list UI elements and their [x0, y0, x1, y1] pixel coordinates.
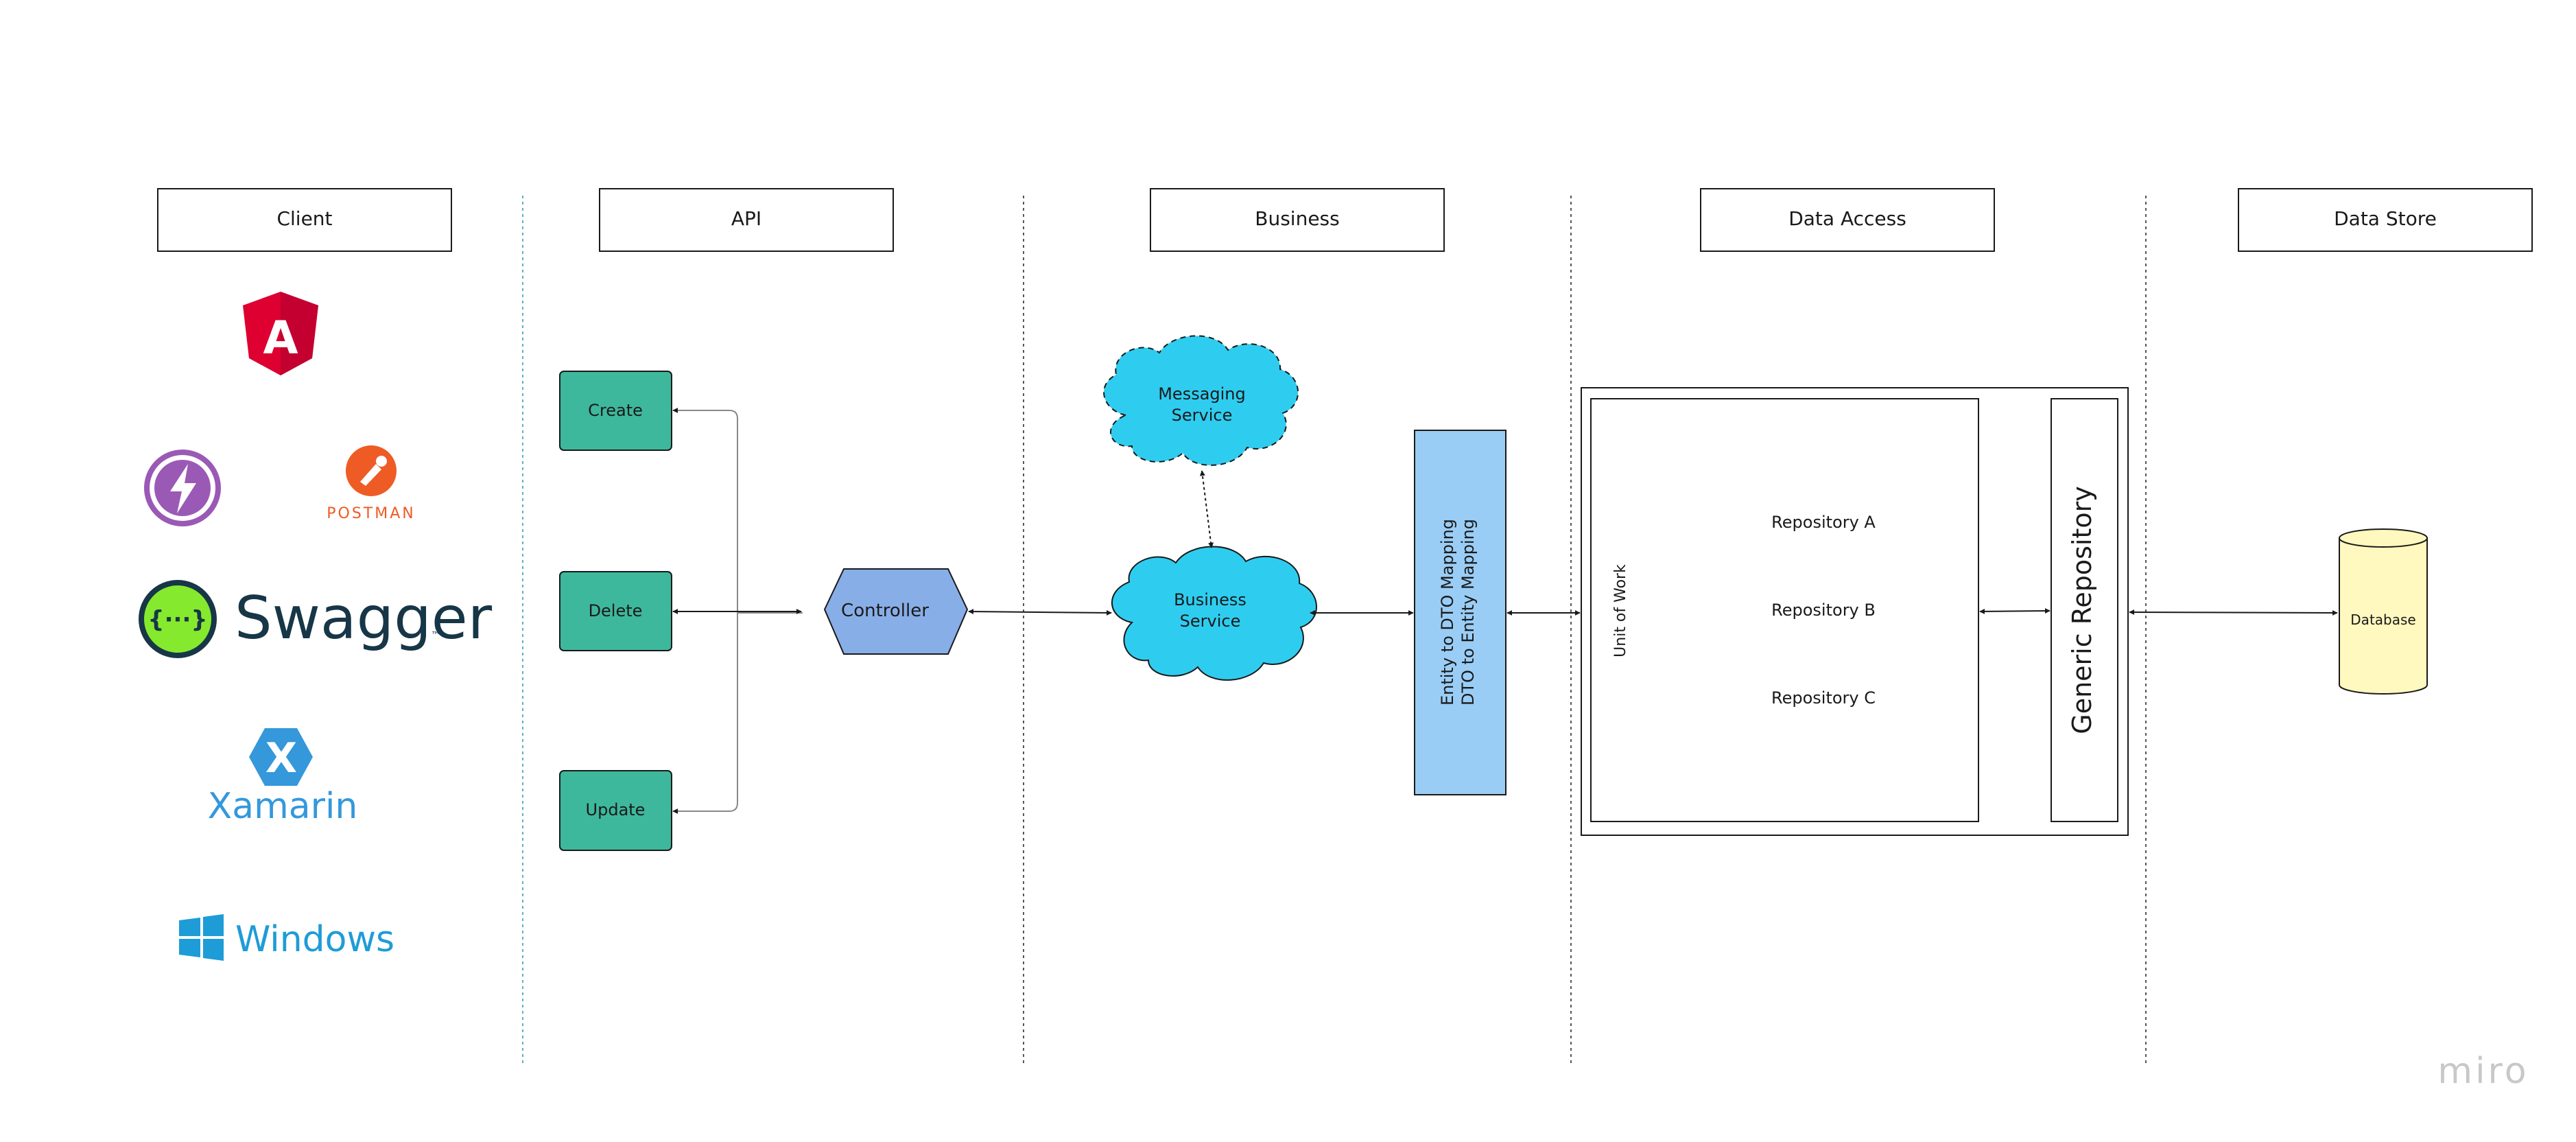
lane-header-business: Business: [1150, 188, 1445, 252]
update-endpoint-box: Update: [559, 770, 672, 851]
lane-header-data-store: Data Store: [2238, 188, 2533, 252]
swagger-logo-icon: {···} Swagger ™: [139, 580, 493, 658]
database-cylinder-icon: Database: [2339, 528, 2428, 695]
swagger-logo-glyph: {···}: [147, 606, 207, 633]
business-service-cloud: Business Service: [1111, 546, 1317, 681]
lane-header-data-access: Data Access: [1700, 188, 1995, 252]
angular-logo-icon: A: [243, 292, 318, 375]
xamarin-logo-text: Xamarin: [208, 786, 358, 827]
repository-c-label: Repository C: [1771, 688, 1876, 708]
swagger-logo-text: Swagger: [235, 584, 493, 653]
business-service-label-2: Service: [1180, 611, 1241, 631]
connector-controller-create: [672, 408, 803, 614]
lane-header-client: Client: [157, 188, 452, 252]
messaging-service-cloud: Messaging Service: [1103, 335, 1299, 466]
repository-a-label: Repository A: [1771, 513, 1876, 532]
xamarin-logo-letter: X: [265, 734, 297, 782]
mapping-box: Entity to DTO Mapping DTO to Entity Mapp…: [1414, 430, 1506, 795]
windows-logo-icon: Windows: [179, 914, 394, 961]
connector-controller-update: [672, 613, 738, 814]
messaging-service-label-2: Service: [1172, 406, 1233, 425]
create-endpoint-box: Create: [559, 371, 672, 451]
windows-logo-text: Windows: [235, 919, 394, 960]
lane-header-api: API: [599, 188, 894, 252]
postman-logo-text: POSTMAN: [327, 505, 415, 522]
miro-watermark: miro: [2437, 1051, 2529, 1092]
controller-hexagon: Controller: [823, 568, 969, 655]
repository-b-label: Repository B: [1771, 601, 1876, 620]
lane-header-data-store-label: Data Store: [2334, 207, 2437, 230]
lane-header-api-label: API: [731, 207, 761, 230]
unit-of-work-label: Unit of Work: [1612, 564, 1629, 657]
delete-endpoint-label: Delete: [589, 601, 643, 620]
mapping-label-1: Entity to DTO Mapping: [1438, 519, 1457, 706]
database-label: Database: [2350, 611, 2415, 628]
messaging-service-label-1: Messaging: [1158, 384, 1246, 404]
xamarin-logo-icon: X Xamarin: [208, 728, 358, 827]
generic-repository-label: Generic Repository: [2067, 486, 2097, 734]
controller-label: Controller: [841, 601, 929, 621]
postman-logo-icon: POSTMAN: [327, 445, 415, 522]
business-service-label-1: Business: [1174, 590, 1246, 609]
swagger-trademark: ™: [431, 630, 440, 641]
delete-endpoint-box: Delete: [559, 571, 672, 651]
generic-repository-box: Generic Repository: [2051, 398, 2118, 822]
connector-generic-database: [2129, 609, 2338, 616]
connector-messaging-business: [1199, 470, 1214, 548]
create-endpoint-label: Create: [588, 401, 643, 420]
connector-controller-business: [968, 609, 1112, 616]
mapping-label-2: DTO to Entity Mapping: [1458, 519, 1478, 706]
lane-header-data-access-label: Data Access: [1788, 207, 1906, 230]
lane-header-client-label: Client: [276, 207, 332, 230]
angular-logo-letter: A: [263, 312, 298, 364]
insomnia-logo-icon: [144, 450, 221, 526]
lane-header-business-label: Business: [1255, 207, 1339, 230]
update-endpoint-label: Update: [586, 800, 646, 819]
